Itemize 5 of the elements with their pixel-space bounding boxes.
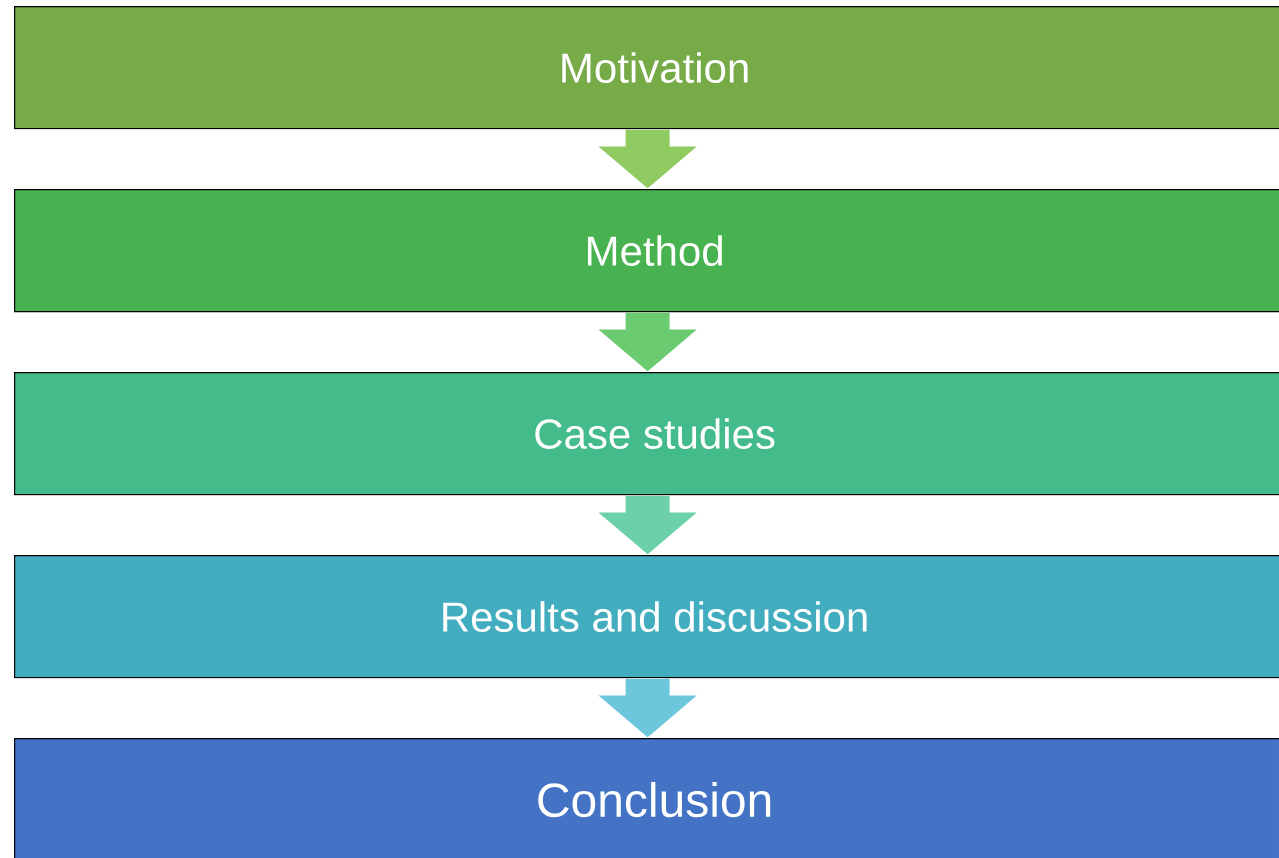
step-box: Method [14, 189, 1279, 313]
step-box: Case studies [14, 372, 1279, 496]
step-box: Motivation [14, 6, 1279, 130]
step-box: Results and discussion [14, 555, 1279, 679]
step-box: Conclusion [14, 738, 1279, 858]
